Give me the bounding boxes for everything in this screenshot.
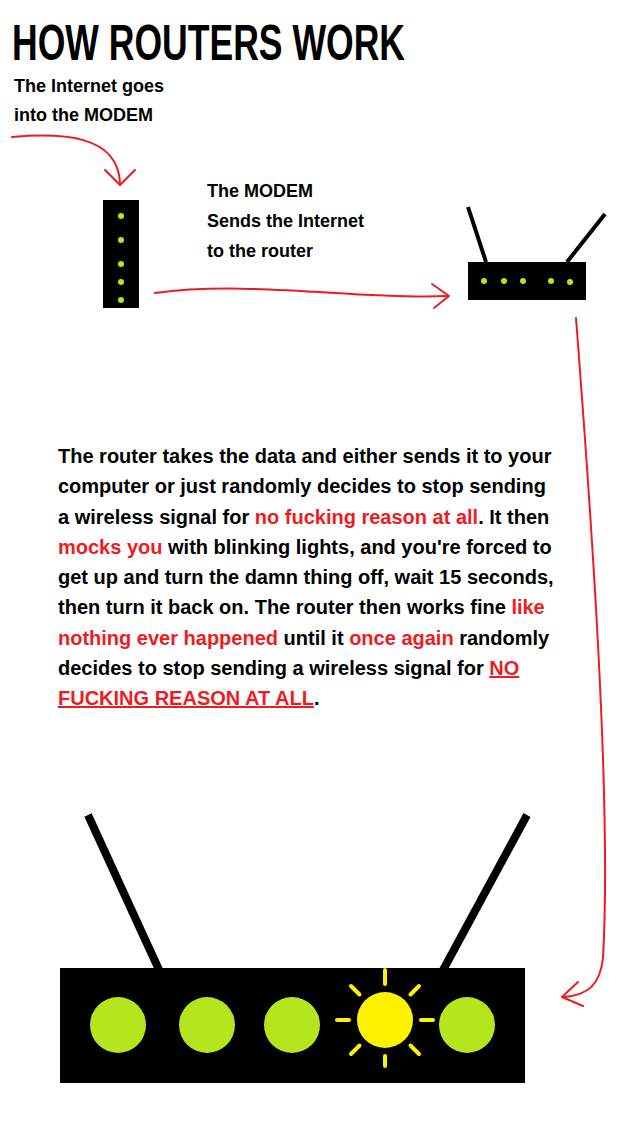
antenna xyxy=(442,815,527,972)
status-light xyxy=(567,279,573,285)
router-body xyxy=(60,968,525,1083)
antenna xyxy=(468,207,486,262)
router-body xyxy=(468,262,586,300)
antenna xyxy=(567,214,605,262)
emphasis-text: no fucking reason at all xyxy=(255,506,478,528)
status-light xyxy=(548,278,554,284)
step-caption: The Internet goes into the MODEM xyxy=(14,72,164,130)
small-router xyxy=(468,207,605,300)
flow-arrow xyxy=(12,136,120,183)
status-light xyxy=(481,278,487,284)
status-light xyxy=(264,997,320,1053)
status-light xyxy=(439,997,495,1053)
body-text: . xyxy=(314,687,320,709)
blink-rays xyxy=(337,970,433,1066)
arrow-head xyxy=(562,982,583,1006)
body-paragraph: The router takes the data and either sen… xyxy=(58,441,558,714)
arrow-head xyxy=(105,170,135,185)
status-light xyxy=(118,261,124,267)
page-title: HOW ROUTERS WORK xyxy=(12,17,405,69)
modem-device xyxy=(103,200,139,308)
big-router xyxy=(60,815,527,1083)
emphasis-text: once again xyxy=(349,627,453,649)
step-caption: The MODEM Sends the Internet to the rout… xyxy=(207,176,364,266)
status-light xyxy=(179,997,235,1053)
antenna xyxy=(88,815,160,972)
status-light xyxy=(501,278,507,284)
body-text: . It then xyxy=(478,506,549,528)
status-light xyxy=(118,213,124,219)
arrow-head xyxy=(432,284,449,308)
body-text: until it xyxy=(284,627,344,649)
flow-arrow xyxy=(564,318,605,997)
status-light xyxy=(118,237,124,243)
status-light xyxy=(90,997,146,1053)
emphasis-text: mocks you xyxy=(58,536,162,558)
status-light xyxy=(118,279,124,285)
status-light xyxy=(520,278,526,284)
flow-arrow xyxy=(155,289,447,297)
status-light xyxy=(118,297,124,303)
blinking-light xyxy=(357,992,413,1048)
modem-body xyxy=(103,200,139,308)
